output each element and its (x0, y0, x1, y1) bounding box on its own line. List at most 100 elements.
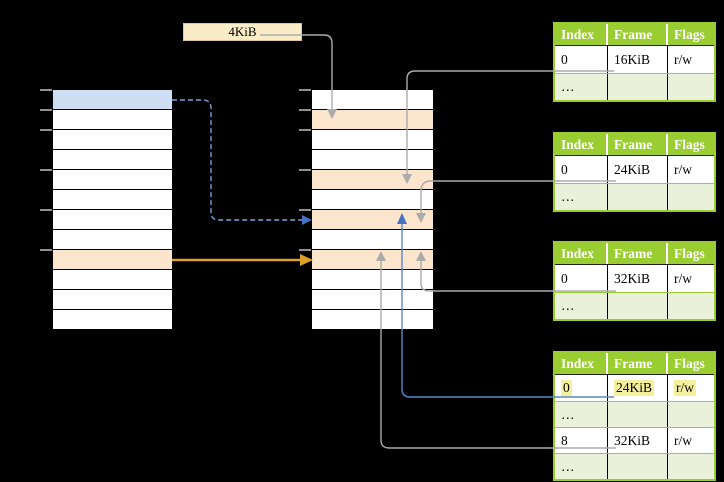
memory-row-8 (53, 250, 172, 270)
memory-row-1 (53, 110, 172, 130)
page-table-2-header-frame: Frame (608, 134, 668, 155)
page-table-2-row-0-flags: r/w (674, 161, 692, 177)
page-table-4-header-flags: Flags (674, 355, 705, 371)
address-tick (299, 169, 311, 171)
page-table-4-row-3-flags (668, 454, 714, 479)
page-table-1-row-0-frame: 16KiB (608, 46, 668, 73)
memory-column-left (53, 90, 172, 330)
memory-row-6 (312, 210, 433, 230)
page-table-2-row-1-flags (668, 184, 714, 210)
page-table-4-row-0: 0 24KiB r/w (555, 375, 714, 401)
page-table-2-row-1: … (555, 183, 714, 210)
page-table-3-header-frame: Frame (608, 243, 668, 264)
page-table-4-row-2-index: 8 (555, 428, 608, 453)
page-table-1-row-0-flags: r/w (674, 51, 692, 67)
highlighted-value: 0 (561, 380, 572, 396)
page-table-2-header-index: Index (555, 134, 608, 155)
memory-row-9 (312, 270, 433, 290)
page-table-3-row-1-index: … (555, 293, 608, 319)
highlighted-value: r/w (674, 380, 696, 396)
page-table-4-row-2-flags: r/w (674, 432, 692, 448)
page-table-4-row-2-frame: 32KiB (608, 428, 668, 453)
memory-row-1 (312, 110, 433, 130)
memory-row-0 (312, 90, 433, 110)
page-table-4-row-0-frame: 24KiB (608, 375, 668, 401)
page-table-3-row-0-flags: r/w (674, 270, 692, 286)
address-tick (299, 89, 311, 91)
memory-row-3 (53, 150, 172, 170)
memory-row-3 (312, 150, 433, 170)
page-table-3-row-0-frame: 32KiB (608, 265, 668, 292)
memory-row-10 (53, 290, 172, 310)
arrow-left-entry-dashed (172, 99, 302, 221)
memory-row-7 (53, 230, 172, 250)
address-tick (40, 209, 52, 211)
memory-row-10 (312, 290, 433, 310)
page-table-3-row-1-flags (668, 293, 714, 319)
page-table-4-header-index: Index (555, 353, 608, 374)
memory-row-6 (53, 210, 172, 230)
page-table-2-row-0-frame: 24KiB (608, 156, 668, 183)
page-table-3-row-1-frame (608, 293, 668, 319)
memory-row-5 (312, 190, 433, 210)
page-table-1-header-index: Index (555, 24, 608, 45)
page-table-2-row-1-index: … (555, 184, 608, 210)
address-tick (40, 89, 52, 91)
page-table-3-header-flags: Flags (674, 245, 705, 261)
address-tick (40, 249, 52, 251)
page-table-1-header-flags: Flags (674, 26, 705, 42)
arrowhead-dashed-blue (302, 215, 312, 225)
page-table-1-row-1-frame (608, 74, 668, 100)
page-table-4-row-1-flags (668, 402, 714, 427)
memory-row-5 (53, 190, 172, 210)
page-table-2-header-flags: Flags (674, 136, 705, 152)
page-table-2-row-0-index: 0 (555, 156, 608, 183)
memory-row-4 (312, 170, 433, 190)
memory-row-11 (312, 310, 433, 330)
frame-size-label: 4KiB (183, 23, 302, 41)
address-tick (299, 209, 311, 211)
memory-row-7 (312, 230, 433, 250)
memory-row-11 (53, 310, 172, 330)
memory-row-9 (53, 270, 172, 290)
page-table-1-header-frame: Frame (608, 24, 668, 45)
page-table-4-row-0-flags: r/w (668, 375, 714, 401)
address-tick (40, 129, 52, 131)
page-table-1-row-0-index: 0 (555, 46, 608, 73)
address-tick (299, 109, 311, 111)
page-table-3-row-0-index: 0 (555, 265, 608, 292)
page-table-2-row-1-frame (608, 184, 668, 210)
page-table-4-row-1-index: … (555, 402, 608, 427)
page-table-1-row-1-index: … (555, 74, 608, 100)
page-table-4-header-frame: Frame (608, 353, 668, 374)
memory-row-2 (53, 130, 172, 150)
memory-row-0 (53, 90, 172, 110)
address-tick (40, 109, 52, 111)
memory-column-middle (312, 90, 433, 330)
address-tick (299, 129, 311, 131)
page-table-4-row-3-frame (608, 454, 668, 479)
page-table-4-row-0-index: 0 (555, 375, 608, 401)
page-table-4-row-1-frame (608, 402, 668, 427)
page-table-4-row-3: … (555, 453, 714, 479)
page-table-3-row-1: … (555, 292, 714, 319)
page-table-1-row-1: … (555, 73, 714, 100)
highlighted-value: 24KiB (614, 380, 655, 396)
memory-row-8 (312, 250, 433, 270)
page-table-4-row-1: … (555, 401, 714, 427)
page-table-3-header-index: Index (555, 243, 608, 264)
memory-row-2 (312, 130, 433, 150)
